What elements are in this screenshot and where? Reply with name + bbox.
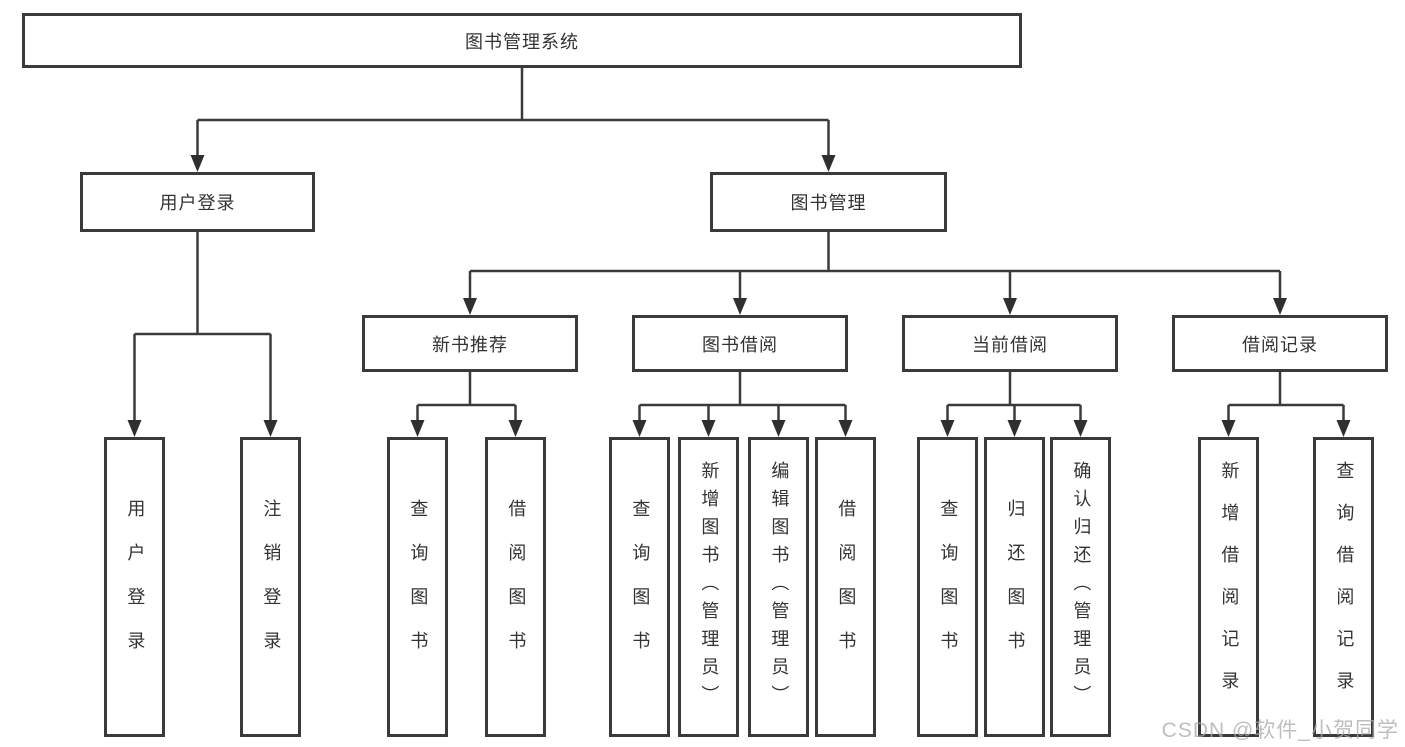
- leaf-user-login: 用户登录: [104, 437, 165, 737]
- node-label: 新增图书（管理员）: [699, 461, 720, 713]
- node-label: 编辑图书（管理员）: [769, 461, 790, 713]
- node-label: 注销登录: [261, 499, 282, 675]
- leaf-confirm-return-admin: 确认归还（管理员）: [1050, 437, 1111, 737]
- node-borrowing-records: 借阅记录: [1172, 315, 1388, 372]
- node-user-login: 用户登录: [80, 172, 315, 232]
- leaf-return-books: 归还图书: [984, 437, 1045, 737]
- leaf-query-books-current: 查询图书: [917, 437, 978, 737]
- leaf-borrow-books-recommend: 借阅图书: [485, 437, 546, 737]
- leaf-query-books-recommend: 查询图书: [387, 437, 448, 737]
- node-label: 新书推荐: [432, 334, 508, 355]
- node-current-borrowing: 当前借阅: [902, 315, 1118, 372]
- node-label: 用户登录: [125, 499, 146, 675]
- leaf-borrow-books: 借阅图书: [815, 437, 876, 737]
- node-label: 借阅图书: [836, 499, 857, 675]
- node-library-management-system: 图书管理系统: [22, 13, 1022, 68]
- node-label: 查询图书: [408, 499, 429, 675]
- leaf-query-books-borrowing: 查询图书: [609, 437, 670, 737]
- node-label: 归还图书: [1005, 499, 1026, 675]
- node-label: 查询图书: [938, 499, 959, 675]
- node-label: 确认归还（管理员）: [1071, 461, 1092, 713]
- node-label: 当前借阅: [972, 334, 1048, 355]
- node-label: 查询图书: [630, 499, 651, 675]
- csdn-watermark: CSDN @软件_小贺同学: [1161, 719, 1399, 742]
- node-label: 图书管理: [790, 193, 867, 213]
- leaf-edit-books-admin: 编辑图书（管理员）: [748, 437, 809, 737]
- node-label: 图书管理系统: [465, 31, 579, 52]
- node-label: 借阅记录: [1242, 334, 1318, 355]
- leaf-add-borrow-record: 新增借阅记录: [1198, 437, 1259, 737]
- node-label: 查询借阅记录: [1334, 461, 1355, 713]
- leaf-query-borrow-record: 查询借阅记录: [1313, 437, 1374, 737]
- node-label: 用户登录: [159, 193, 236, 213]
- node-book-management: 图书管理: [710, 172, 947, 232]
- leaf-add-books-admin: 新增图书（管理员）: [678, 437, 739, 737]
- node-label: 图书借阅: [702, 334, 778, 355]
- arrowhead-icons: [127, 155, 1351, 437]
- leaf-logout: 注销登录: [240, 437, 301, 737]
- node-label: 新增借阅记录: [1219, 461, 1240, 713]
- node-new-book-recommendation: 新书推荐: [362, 315, 578, 372]
- node-label: 借阅图书: [506, 499, 527, 675]
- node-book-borrowing: 图书借阅: [632, 315, 848, 372]
